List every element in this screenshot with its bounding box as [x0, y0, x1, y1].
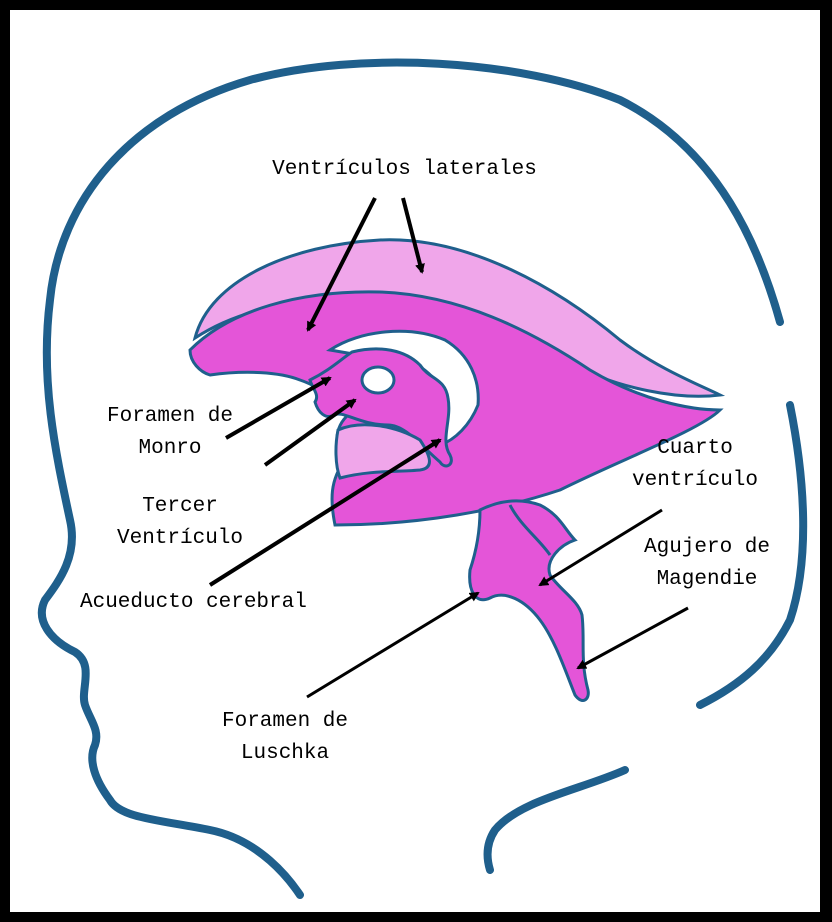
label-lateral-ventricles: Ventrículos laterales	[232, 155, 577, 185]
arrow-magendie	[578, 608, 688, 668]
label-third-ventricle-line1: Tercer	[90, 492, 270, 522]
label-fourth-ventricle-line1: Cuarto	[610, 434, 780, 464]
neck-outline	[488, 770, 625, 870]
label-luschka-line1: Foramen de	[195, 707, 375, 737]
label-foramen-monro-line2: Monro	[80, 434, 260, 464]
label-fourth-ventricle-line2: ventrículo	[610, 466, 780, 496]
label-magendie-line1: Agujero de	[622, 533, 792, 563]
label-luschka-line2: Luschka	[195, 739, 375, 769]
label-magendie-line2: Magendie	[622, 565, 792, 595]
label-foramen-monro-line1: Foramen de	[80, 402, 260, 432]
label-third-ventricle-line2: Ventrículo	[90, 524, 270, 554]
label-aqueduct: Acueducto cerebral	[80, 588, 380, 618]
interthalamic-adhesion	[362, 367, 394, 393]
